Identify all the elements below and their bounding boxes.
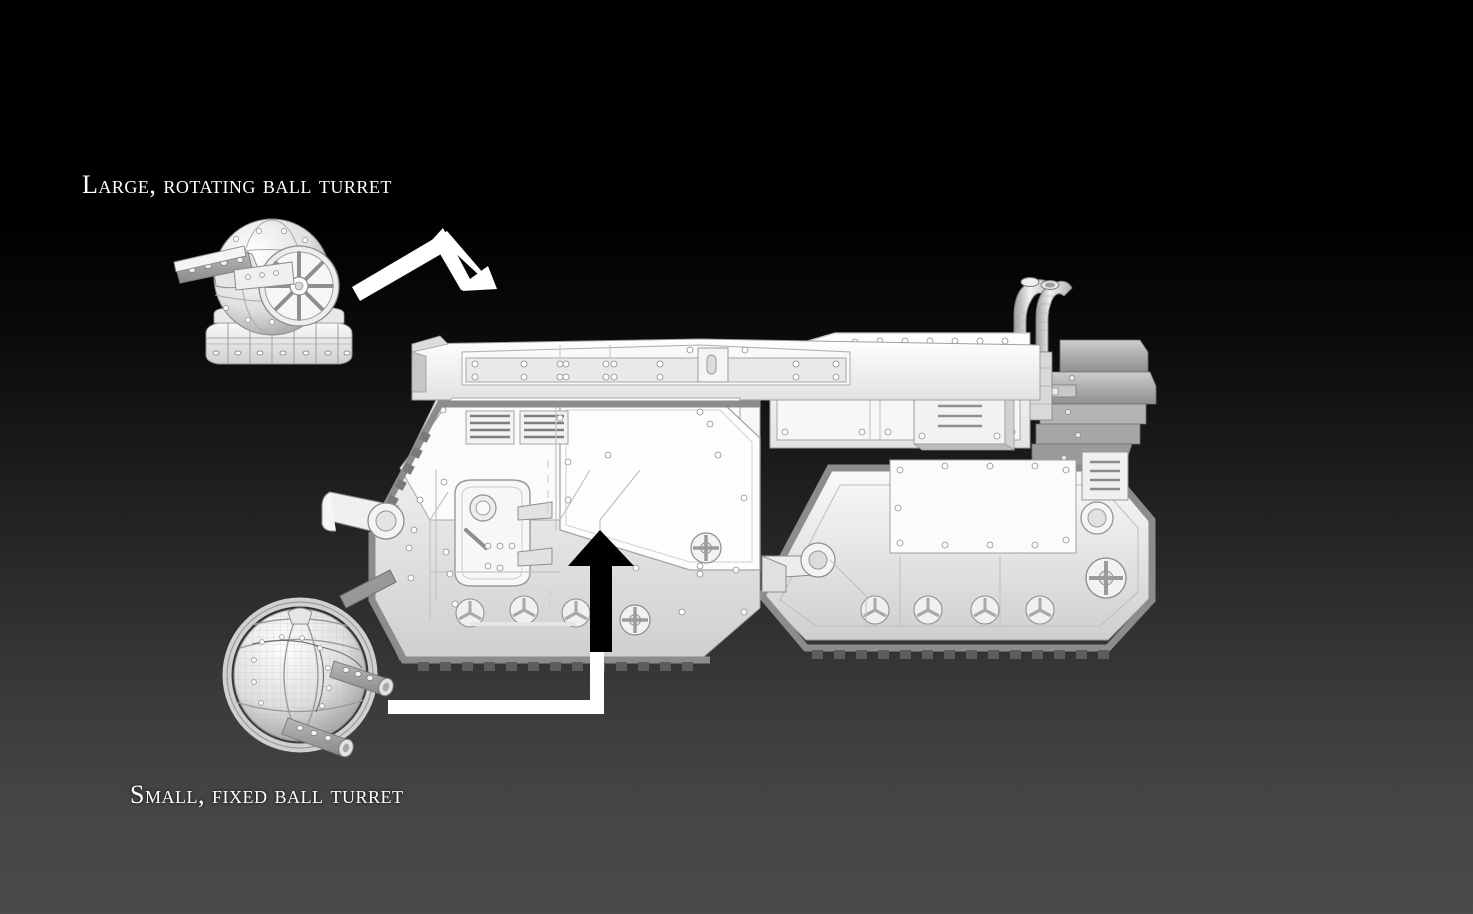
front-upper-track-teeth — [386, 430, 431, 507]
large-turret-pointer-arrow — [352, 228, 497, 301]
front-hull-body — [321, 397, 761, 671]
label-small-fixed-ball-turret: Small, fixed ball turret — [130, 780, 404, 809]
front-road-wheels — [455, 595, 591, 628]
front-louvre-vents — [465, 410, 569, 445]
rear-track-teeth — [812, 650, 1109, 659]
large-ball-turret-model — [173, 218, 353, 365]
front-access-hatch — [454, 479, 553, 587]
rear-idler-sprocket — [1085, 557, 1127, 599]
small-turret-upper-barrel — [329, 660, 394, 697]
deck-rivets — [471, 346, 840, 381]
rear-road-wheels — [860, 595, 1055, 625]
turret-barrels — [173, 245, 295, 291]
small-turret-pointer-arrow — [388, 530, 634, 714]
label-large-rotating-ball-turret: Large, rotating ball turret — [82, 170, 392, 199]
small-turret-lower-barrel — [281, 717, 354, 758]
small-sphere-rivets — [251, 634, 332, 709]
front-track-teeth — [418, 662, 693, 671]
front-drive-sprocket — [321, 491, 405, 540]
deck-port — [697, 347, 729, 383]
tank-hull — [321, 277, 1157, 671]
front-hub-sprockets — [619, 532, 722, 636]
top-hull-deck — [411, 335, 1041, 401]
rear-side-vent — [1081, 451, 1129, 501]
rear-drive-arm — [761, 542, 836, 593]
rear-lower-hull — [757, 451, 1156, 659]
small-ball-turret-model — [222, 597, 394, 758]
small-turret-mount-arm — [339, 569, 397, 609]
